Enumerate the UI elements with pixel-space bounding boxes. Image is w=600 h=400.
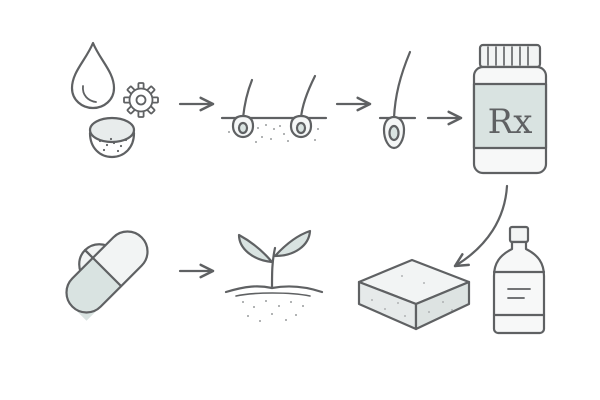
single-hair-follicle-icon xyxy=(378,50,417,150)
capsule-icon xyxy=(65,230,149,321)
hair-follicles-icon xyxy=(220,74,328,143)
prescription-label: Rx xyxy=(488,102,533,142)
arrow-4 xyxy=(453,184,509,268)
gear-icon xyxy=(123,82,159,118)
water-drop-icon xyxy=(70,41,116,110)
prescription-bottle-icon: Rx xyxy=(472,43,548,175)
soap-bar-icon xyxy=(357,258,471,331)
liquid-bottle-icon xyxy=(492,225,546,335)
scalp-sample-icon xyxy=(88,116,136,159)
sprout-icon xyxy=(224,229,324,322)
